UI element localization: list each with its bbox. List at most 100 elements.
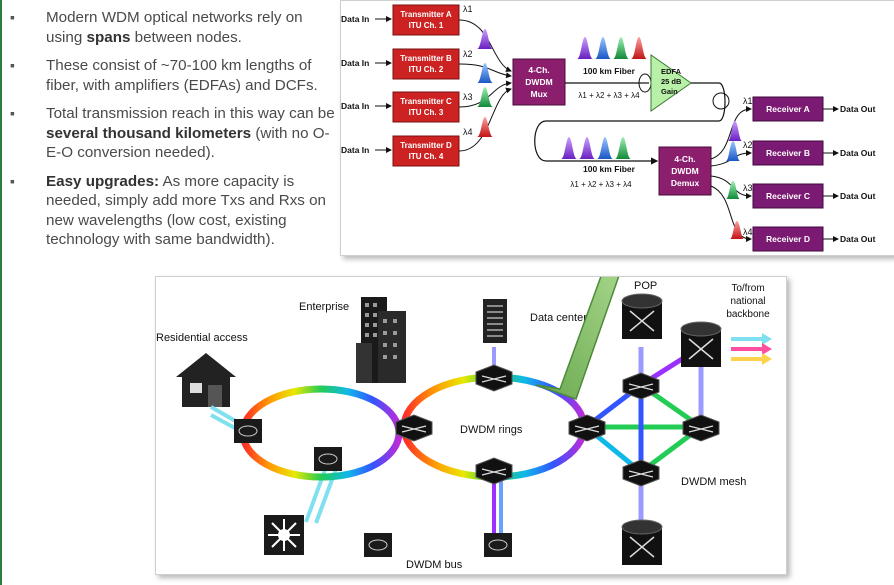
- router-icon: [475, 364, 513, 392]
- transmitter-d: Transmitter D ITU Ch. 4: [392, 135, 460, 167]
- bullet-marker-icon: ▪: [10, 172, 15, 189]
- router-icon: [622, 459, 660, 487]
- wavelength-peak-violet: [577, 37, 593, 59]
- transmitter-channel: ITU Ch. 3: [409, 108, 444, 117]
- data-out-label: Data Out: [840, 234, 876, 244]
- fiber-label: 100 km Fiber: [583, 164, 636, 174]
- demux-label: 4-Ch.: [674, 154, 695, 164]
- bullet-text: As more capacity is needed, simply add m…: [46, 172, 326, 249]
- transmitter-label: Transmitter D: [400, 141, 452, 150]
- transmitter-c: Transmitter C ITU Ch. 3: [392, 91, 460, 123]
- zoom-arrow: [535, 277, 620, 400]
- bullet-marker-icon: ▪: [10, 105, 15, 121]
- demux-label: DWDM: [671, 166, 698, 176]
- wdm-system-diagram: Data In Data In Data In Data In Transmit…: [340, 0, 894, 256]
- lambda-label: λ2: [743, 140, 753, 150]
- top-peaks: [577, 37, 647, 59]
- bullet-marker-icon: ▪: [10, 9, 15, 25]
- backbone-label: national: [730, 296, 765, 307]
- receiver-label: Receiver B: [766, 148, 810, 158]
- bullet-item: ▪ Modern WDM optical networks rely on usi…: [10, 8, 340, 47]
- receiver-c: Receiver C: [752, 183, 824, 209]
- lambda-label: λ2: [463, 49, 473, 59]
- data-in-group: Data In Data In Data In Data In: [341, 14, 392, 155]
- transmitter-channel: ITU Ch. 1: [409, 21, 444, 30]
- bullet-emphasis: spans: [86, 28, 131, 46]
- edfa-label: EDFA: [661, 67, 682, 76]
- lambda-label: λ3: [743, 183, 753, 193]
- receiver-label: Receiver D: [766, 234, 810, 244]
- access-node-icon: [314, 447, 342, 471]
- residential-access-label: Residential access: [156, 332, 248, 344]
- fiber-label: 100 km Fiber: [583, 66, 636, 76]
- dwdm-network-diagram: Residential access: [155, 276, 787, 575]
- core-switch-icon: [680, 321, 722, 367]
- edfa-label: 25 dB: [661, 77, 682, 86]
- lambda-label: λ1: [463, 4, 473, 14]
- router-icon: [395, 414, 433, 442]
- transmitter-channel: ITU Ch. 2: [409, 65, 444, 74]
- bullet-item: ▪ These consist of ~70-100 km lengths of …: [10, 56, 340, 95]
- bullet-list: ▪ Modern WDM optical networks rely on usi…: [10, 8, 340, 259]
- wavelength-peak-blue: [477, 63, 493, 83]
- wavelength-peak-blue: [595, 37, 611, 59]
- wavelength-peak-red: [477, 117, 493, 137]
- bullet-item: ▪ Total transmission reach in this way ca…: [10, 104, 340, 163]
- transmitter-label: Transmitter B: [400, 54, 452, 63]
- mux-label: DWDM: [525, 77, 552, 87]
- star-hub-icon: [264, 515, 304, 555]
- edfa-label: Gain: [661, 87, 678, 96]
- fiber-spool-icon: [712, 92, 730, 110]
- access-node-icon: [234, 419, 262, 443]
- bullet-text: These consist of ~70-100 km lengths of f…: [46, 57, 318, 94]
- bullet-item: ▪ Easy upgrades: As more capacity is need…: [10, 172, 340, 250]
- data-in-label: Data In: [341, 145, 369, 155]
- wavelength-peak-red: [730, 221, 744, 239]
- wavelength-peak-violet: [477, 29, 493, 49]
- receiver-d: Receiver D: [752, 226, 824, 252]
- lambda-label: λ3: [463, 92, 473, 102]
- house-icon: [176, 353, 236, 407]
- data-in-label: Data In: [341, 58, 369, 68]
- edfa-amplifier: EDFA 25 dB Gain: [650, 54, 692, 112]
- wavelength-peak-green: [726, 181, 740, 199]
- bullet-text: between nodes.: [130, 28, 242, 46]
- bullet-emphasis: several thousand kilometers: [46, 124, 252, 142]
- receiver-a: Receiver A: [752, 96, 824, 122]
- data-out-label: Data Out: [840, 148, 876, 158]
- router-icon: [568, 414, 606, 442]
- lambda-label: λ4: [463, 127, 473, 137]
- wavelength-peak-violet: [561, 137, 577, 159]
- data-out-label: Data Out: [840, 104, 876, 114]
- enterprise-building-icon: [356, 297, 406, 383]
- router-icon: [682, 414, 720, 442]
- wavelength-peak-blue: [597, 137, 613, 159]
- bottom-peaks: [561, 137, 631, 159]
- wavelength-peak-green: [477, 87, 493, 107]
- bullet-text: Total transmission reach in this way can…: [46, 105, 335, 122]
- dwdm-mux: 4-Ch. DWDM Mux: [512, 58, 566, 106]
- wavelength-peak-green: [613, 37, 629, 59]
- transmitter-a: Transmitter A ITU Ch. 1: [392, 4, 460, 36]
- bullet-text: (with no O-E-O conversion needed).: [46, 124, 330, 162]
- bullet-emphasis: Easy upgrades:: [46, 172, 160, 190]
- bullet-marker-icon: ▪: [10, 57, 15, 73]
- transmitter-label: Transmitter A: [400, 10, 451, 19]
- data-center-server-icon: [483, 299, 507, 343]
- receiver-label: Receiver C: [766, 191, 810, 201]
- wavelength-peak-blue: [726, 141, 740, 161]
- lambda-label: λ1: [743, 96, 753, 106]
- enterprise-label: Enterprise: [299, 301, 349, 313]
- wavelength-peak-red: [631, 37, 647, 59]
- receiver-b: Receiver B: [752, 140, 824, 166]
- bullet-text: Modern WDM optical networks rely on usin…: [46, 9, 303, 46]
- dwdm-bus-label: DWDM bus: [406, 559, 463, 571]
- wavelength-peak-violet: [579, 137, 595, 159]
- backbone-arrows: [731, 333, 772, 365]
- dwdm-demux: 4-Ch. DWDM Demux: [658, 146, 712, 196]
- backbone-label: backbone: [726, 309, 770, 320]
- transmitter-channel: ITU Ch. 4: [409, 152, 444, 161]
- receiver-label: Receiver A: [766, 104, 810, 114]
- demux-label: Demux: [671, 178, 700, 188]
- data-out-label: Data Out: [840, 191, 876, 201]
